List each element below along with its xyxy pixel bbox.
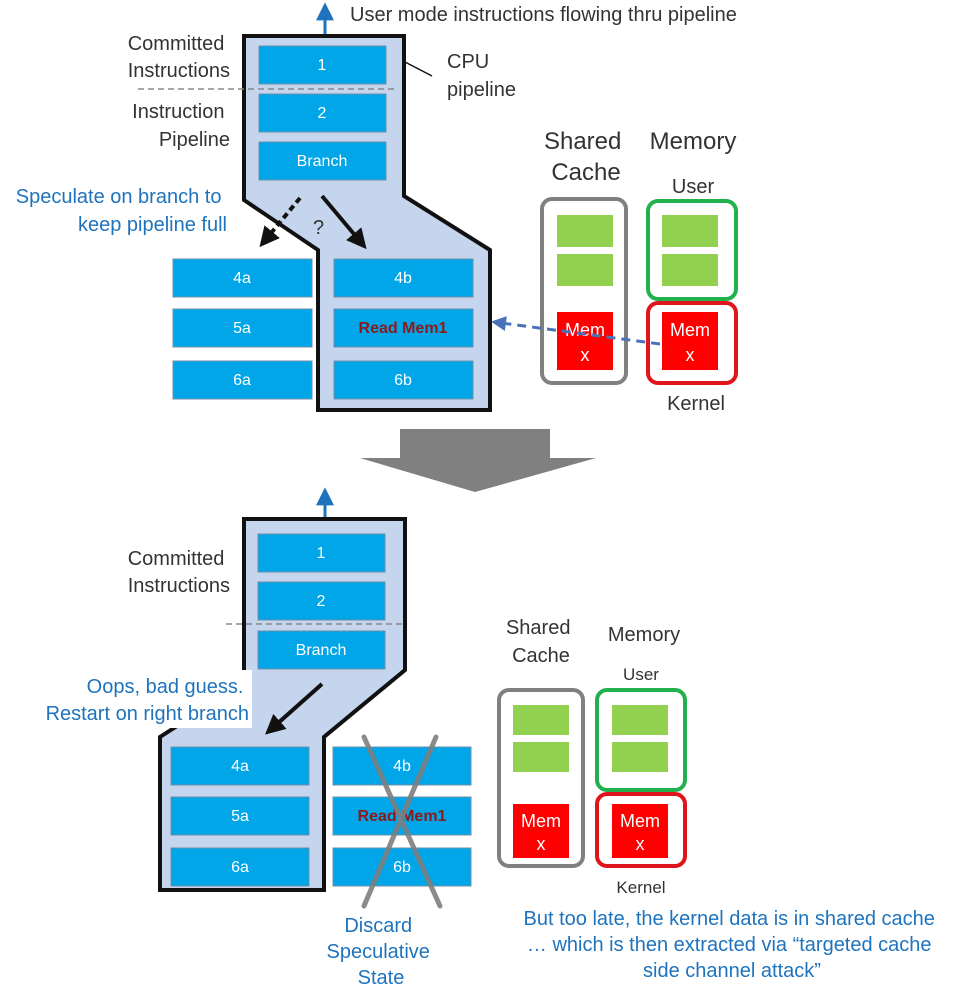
instruction-box: 4b xyxy=(332,746,472,786)
svg-text:2: 2 xyxy=(318,105,327,122)
speculate-note: Speculate on branch to keep pipeline ful… xyxy=(16,186,227,236)
svg-text:1: 1 xyxy=(317,545,326,562)
oops-note-background xyxy=(70,670,252,728)
svg-text:5a: 5a xyxy=(231,808,249,825)
cache-block xyxy=(513,742,569,772)
oops-note: Oops, bad guess. Restart on right branch xyxy=(46,676,249,725)
svg-text:1: 1 xyxy=(318,57,327,74)
svg-text:x: x xyxy=(537,834,546,854)
svg-text:6a: 6a xyxy=(233,372,251,389)
user-memory-block xyxy=(662,215,718,247)
svg-text:x: x xyxy=(636,834,645,854)
kernel-label: Kernel xyxy=(616,878,665,897)
late-note: But too late, the kernel data is in shar… xyxy=(524,908,941,982)
instruction-box: 4b xyxy=(333,258,474,298)
cache-block xyxy=(557,215,613,247)
cpu-pipeline-leader xyxy=(404,61,433,77)
svg-text:2: 2 xyxy=(317,593,326,610)
svg-text:4a: 4a xyxy=(231,758,249,775)
cache-block xyxy=(557,254,613,286)
svg-text:x: x xyxy=(581,345,590,365)
instruction-box: 5a xyxy=(172,308,313,348)
discard-label: Discard Speculative State xyxy=(327,915,436,987)
committed-instructions-label: Committed Instructions xyxy=(128,33,230,82)
cache-mem-x-block: Mem x xyxy=(513,804,569,858)
svg-text:Mem: Mem xyxy=(670,320,710,340)
svg-text:x: x xyxy=(686,345,695,365)
instruction-box: 4a xyxy=(172,258,313,298)
instruction-box: 6a xyxy=(170,847,310,887)
shared-cache-label: Shared Cache xyxy=(506,617,576,667)
memory-load-arrow xyxy=(491,316,661,346)
read-mem-box: Read Mem1 xyxy=(333,308,474,348)
kernel-mem-x-block: Mem x xyxy=(662,312,718,370)
svg-text:Read Mem1: Read Mem1 xyxy=(359,320,448,337)
svg-text:6a: 6a xyxy=(231,859,249,876)
user-memory-block xyxy=(662,254,718,286)
top-diagram: User mode instructions flowing thru pipe… xyxy=(16,2,738,415)
svg-text:Branch: Branch xyxy=(296,642,347,659)
instruction-box: 6a xyxy=(172,360,313,400)
svg-text:6b: 6b xyxy=(393,859,411,876)
branch-box: Branch xyxy=(257,630,386,670)
user-label: User xyxy=(623,665,659,684)
bottom-diagram: Committed Instructions Oops, bad guess. … xyxy=(46,487,941,987)
instruction-box: 5a xyxy=(170,796,310,836)
svg-text:4a: 4a xyxy=(233,270,251,287)
svg-text:Branch: Branch xyxy=(297,153,348,170)
svg-text:5a: 5a xyxy=(233,320,251,337)
instruction-box: 1 xyxy=(258,45,387,85)
instruction-box: 6b xyxy=(333,360,474,400)
kernel-mem-x-block: Mem x xyxy=(612,804,668,858)
memory-label: Memory xyxy=(608,624,680,646)
kernel-label: Kernel xyxy=(667,393,725,415)
committed-instructions-label: Committed Instructions xyxy=(128,548,230,597)
svg-text:4b: 4b xyxy=(393,758,411,775)
restart-branch-arrow xyxy=(265,682,324,735)
cache-block xyxy=(513,705,569,735)
user-label: User xyxy=(672,176,715,198)
branch-box: Branch xyxy=(258,141,387,181)
instruction-pipeline-label: Instruction Pipeline xyxy=(132,101,230,151)
flow-label: User mode instructions flowing thru pipe… xyxy=(350,4,737,26)
cpu-pipeline-label: CPU pipeline xyxy=(447,51,516,101)
memory-label: Memory xyxy=(650,128,737,155)
user-memory-block xyxy=(612,742,668,772)
user-memory-block xyxy=(612,705,668,735)
instruction-box: 4a xyxy=(170,746,310,786)
cache-mem-x-block: Mem x xyxy=(557,312,613,370)
instruction-box: 1 xyxy=(257,533,386,573)
transition-arrow xyxy=(360,429,596,492)
svg-text:6b: 6b xyxy=(394,372,412,389)
svg-text:Mem: Mem xyxy=(620,811,660,831)
predicted-branch-arrow xyxy=(320,194,367,250)
svg-text:4b: 4b xyxy=(394,270,412,287)
svg-text:Mem: Mem xyxy=(521,811,561,831)
instruction-box: 2 xyxy=(257,581,386,621)
instruction-box: 6b xyxy=(332,847,472,887)
shared-cache-label: Shared Cache xyxy=(544,128,628,186)
question-mark: ? xyxy=(313,217,324,239)
discard-cross xyxy=(361,734,443,909)
instruction-box: 2 xyxy=(258,93,387,133)
